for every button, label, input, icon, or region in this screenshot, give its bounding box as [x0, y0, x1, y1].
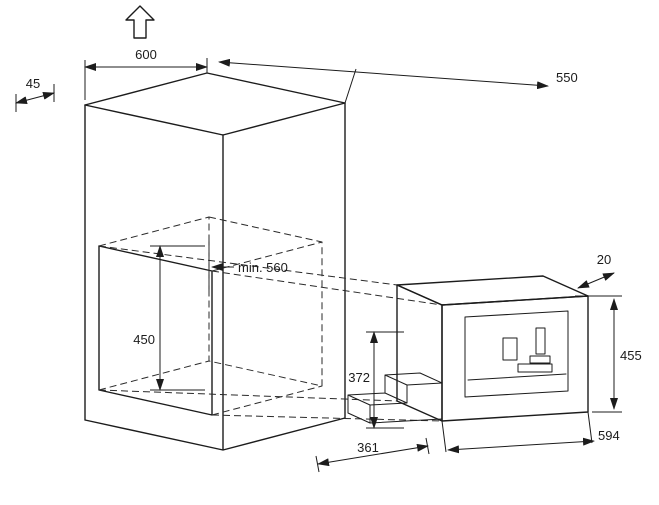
- appliance-side-face: [396, 284, 443, 422]
- dim-20-line: [577, 272, 615, 289]
- appliance-door: [464, 310, 569, 398]
- dim-label-min-560: min. 560: [238, 260, 288, 275]
- dim-550-line: [218, 58, 549, 90]
- dim-min-560: min. 560: [211, 260, 288, 275]
- dim-361-line: [317, 443, 429, 467]
- dim-45-line: [15, 91, 55, 105]
- dim-label-20: 20: [597, 252, 611, 267]
- projection-line-bottom-front: [211, 414, 443, 422]
- appliance-drawing: [347, 275, 589, 424]
- dim-label-361: 361: [357, 440, 379, 455]
- cabinet-drawing: [84, 72, 346, 451]
- dim-594-line: [447, 437, 595, 454]
- dim-label-600: 600: [135, 47, 157, 62]
- dim-600-extensions: [84, 60, 208, 100]
- dim-label-594: 594: [598, 428, 620, 443]
- niche-hidden-edges: [98, 216, 323, 416]
- appliance-tray-line: [467, 373, 567, 381]
- dimensions: 600 550 45 450 min. 560 20 4: [15, 47, 642, 473]
- projection-line-top-back: [98, 245, 398, 286]
- cabinet-outline: [84, 102, 346, 451]
- dim-361: 361: [315, 437, 430, 473]
- cabinet-top-face: [84, 72, 346, 136]
- dim-594: 594: [441, 411, 620, 454]
- dim-label-455: 455: [620, 348, 642, 363]
- projection-lines: [98, 245, 443, 422]
- dim-455-extensions: [575, 295, 622, 413]
- dim-455: 455: [575, 295, 642, 413]
- projection-line-bottom-back: [98, 389, 398, 402]
- up-arrow-icon: [125, 5, 155, 39]
- dim-450: 450: [133, 245, 205, 391]
- appliance-drip-tray: [517, 363, 553, 373]
- appliance-top-face: [396, 275, 589, 306]
- dim-550-extensions: [206, 58, 357, 104]
- dim-372: 372: [348, 331, 404, 429]
- appliance-step: [347, 372, 443, 424]
- appliance-display: [502, 337, 518, 361]
- projection-line-top-front: [211, 270, 443, 306]
- dim-label-450: 450: [133, 332, 155, 347]
- dim-45: 45: [15, 76, 55, 112]
- dim-label-550: 550: [556, 70, 578, 85]
- dim-label-45: 45: [26, 76, 40, 91]
- appliance-front-face: [441, 295, 589, 422]
- coffee-spout-icon: [529, 327, 551, 364]
- up-arrow-shape: [125, 5, 155, 39]
- dim-20: 20: [577, 252, 615, 289]
- dim-600: 600: [84, 47, 208, 100]
- dim-550: 550: [206, 58, 578, 104]
- dim-label-372: 372: [348, 370, 370, 385]
